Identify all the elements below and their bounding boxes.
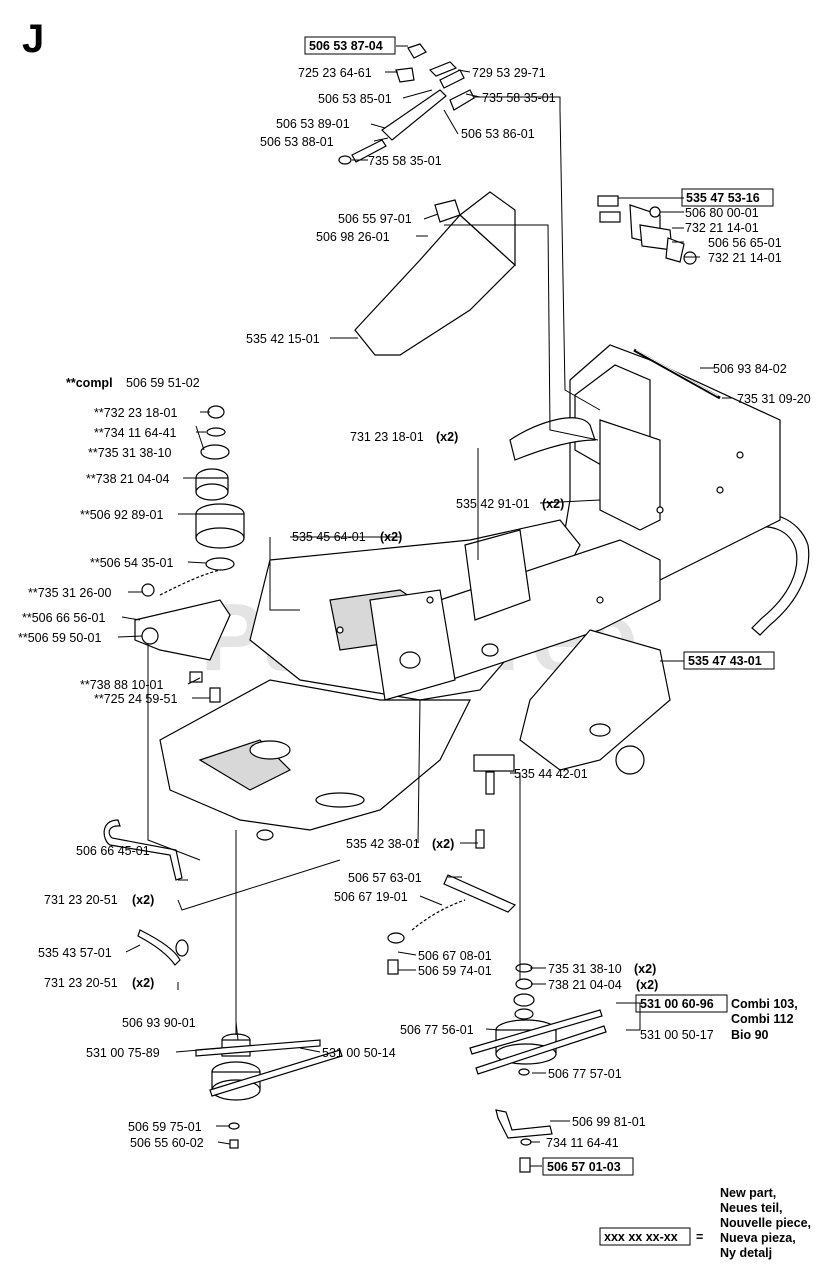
part-label[interactable]: **506 66 56-01 <box>22 611 105 625</box>
part-label[interactable]: 735 58 35-01 <box>368 154 442 168</box>
part-label[interactable]: 506 59 74-01 <box>418 964 492 978</box>
model-label: Combi 103, <box>731 997 798 1011</box>
part-label[interactable]: 535 45 64-01 <box>292 530 366 544</box>
part-label[interactable]: 731 23 20-51 <box>44 976 118 990</box>
part-label[interactable]: **732 23 18-01 <box>94 406 177 420</box>
part-label[interactable]: 531 00 75-89 <box>86 1046 160 1060</box>
part-label[interactable]: **735 31 26-00 <box>28 586 111 600</box>
legend-line: New part, <box>720 1186 776 1200</box>
part-label[interactable]: **506 54 35-01 <box>90 556 173 570</box>
part-label[interactable]: **506 59 50-01 <box>18 631 101 645</box>
part-label[interactable]: 506 80 00-01 <box>685 206 759 220</box>
part-label[interactable]: **738 21 04-04 <box>86 472 169 486</box>
part-label[interactable]: 506 57 01-03 <box>547 1160 621 1174</box>
part-label[interactable]: 535 42 38-01 <box>346 837 420 851</box>
qty-label: (x2) <box>436 430 458 444</box>
new-part-box <box>304 36 396 55</box>
part-label[interactable]: 731 23 18-01 <box>350 430 424 444</box>
qty-label: (x2) <box>634 962 656 976</box>
part-label[interactable]: 506 55 97-01 <box>338 212 412 226</box>
part-label[interactable]: 535 42 15-01 <box>246 332 320 346</box>
part-label[interactable]: 535 42 91-01 <box>456 497 530 511</box>
qty-label: (x2) <box>132 893 154 907</box>
part-label[interactable]: 735 58 35-01 <box>482 91 556 105</box>
part-label[interactable]: 506 59 51-02 <box>126 376 200 390</box>
part-label[interactable]: 506 67 08-01 <box>418 949 492 963</box>
part-label[interactable]: **506 92 89-01 <box>80 508 163 522</box>
part-label[interactable]: **734 11 64-41 <box>94 426 177 440</box>
part-label[interactable]: 729 53 29-71 <box>472 66 546 80</box>
part-label[interactable]: 506 53 89-01 <box>276 117 350 131</box>
part-label[interactable]: 506 93 90-01 <box>122 1016 196 1030</box>
legend-line: Neues teil, <box>720 1201 783 1215</box>
qty-label: (x2) <box>132 976 154 990</box>
part-label[interactable]: 535 47 53-16 <box>686 191 760 205</box>
model-label: Bio 90 <box>731 1028 769 1042</box>
right-pulley-drawing <box>387 754 607 1173</box>
part-label[interactable]: 506 93 84-02 <box>713 362 787 376</box>
qty-label: (x2) <box>636 978 658 992</box>
new-part-box <box>542 1157 634 1176</box>
legend-equals: = <box>696 1230 703 1244</box>
new-part-box <box>681 188 774 207</box>
part-label[interactable]: 735 31 38-10 <box>548 962 622 976</box>
legend-box <box>599 1227 691 1246</box>
part-label[interactable]: 535 47 43-01 <box>688 654 762 668</box>
part-label[interactable]: 506 99 81-01 <box>572 1115 646 1129</box>
legend-line: Ny detalj <box>720 1246 772 1260</box>
part-label[interactable]: 506 53 86-01 <box>461 127 535 141</box>
part-label[interactable]: 535 44 42-01 <box>514 767 588 781</box>
legend-line: Nueva pieza, <box>720 1231 796 1245</box>
part-label[interactable]: 506 56 65-01 <box>708 236 782 250</box>
part-label[interactable]: 506 53 87-04 <box>309 39 383 53</box>
left-bottom-pulley-drawing <box>195 829 343 1149</box>
part-label[interactable]: **725 24 59-51 <box>94 692 177 706</box>
part-label[interactable]: **735 31 38-10 <box>88 446 171 460</box>
left-pulley-stack-drawing <box>134 405 245 703</box>
part-label[interactable]: 738 21 04-04 <box>548 978 622 992</box>
part-label[interactable]: 732 21 14-01 <box>708 251 782 265</box>
part-label[interactable]: 531 00 50-14 <box>322 1046 396 1060</box>
compl-prefix: **compl <box>66 376 113 390</box>
part-label[interactable]: 506 53 88-01 <box>260 135 334 149</box>
part-label[interactable]: **738 88 10-01 <box>80 678 163 692</box>
part-label[interactable]: 506 77 57-01 <box>548 1067 622 1081</box>
section-letter: J <box>22 17 44 61</box>
part-label[interactable]: 506 98 26-01 <box>316 230 390 244</box>
part-label[interactable]: 725 23 64-61 <box>298 66 372 80</box>
part-label[interactable]: 732 21 14-01 <box>685 221 759 235</box>
legend-code: xxx xx xx-xx <box>604 1230 678 1244</box>
legend: xxx xx xx-xx = New part, Neues teil, Nou… <box>599 1186 811 1260</box>
part-label[interactable]: 506 66 45-01 <box>76 844 150 858</box>
model-label: Combi 112 <box>731 1012 794 1026</box>
new-part-box <box>683 651 775 670</box>
legend-line: Nouvelle piece, <box>720 1216 811 1230</box>
lever-assembly-drawing <box>338 43 475 165</box>
part-label[interactable]: 731 23 20-51 <box>44 893 118 907</box>
part-label[interactable]: 531 00 60-96 <box>640 997 714 1011</box>
leader-lines <box>117 45 732 1167</box>
cover-plate-drawing <box>354 191 516 356</box>
qty-label: (x2) <box>542 497 564 511</box>
qty-label: (x2) <box>432 837 454 851</box>
part-labels: 506 53 87-04 725 23 64-61 729 53 29-71 5… <box>18 36 811 1176</box>
part-label[interactable]: 734 11 64-41 <box>546 1136 619 1150</box>
part-label[interactable]: 506 53 85-01 <box>318 92 392 106</box>
part-label[interactable]: 506 57 63-01 <box>348 871 422 885</box>
part-label[interactable]: 506 55 60-02 <box>130 1136 204 1150</box>
bracket-kit-drawing <box>597 195 697 265</box>
part-label[interactable]: 535 43 57-01 <box>38 946 112 960</box>
part-label[interactable]: 531 00 50-17 <box>640 1028 714 1042</box>
part-label[interactable]: 735 31 09-20 <box>737 392 811 406</box>
part-label[interactable]: 506 59 75-01 <box>128 1120 202 1134</box>
part-label[interactable]: 506 67 19-01 <box>334 890 408 904</box>
new-part-box <box>635 994 728 1013</box>
chassis-frame-drawing <box>159 344 810 831</box>
qty-label: (x2) <box>380 530 402 544</box>
part-label[interactable]: 506 77 56-01 <box>400 1023 474 1037</box>
